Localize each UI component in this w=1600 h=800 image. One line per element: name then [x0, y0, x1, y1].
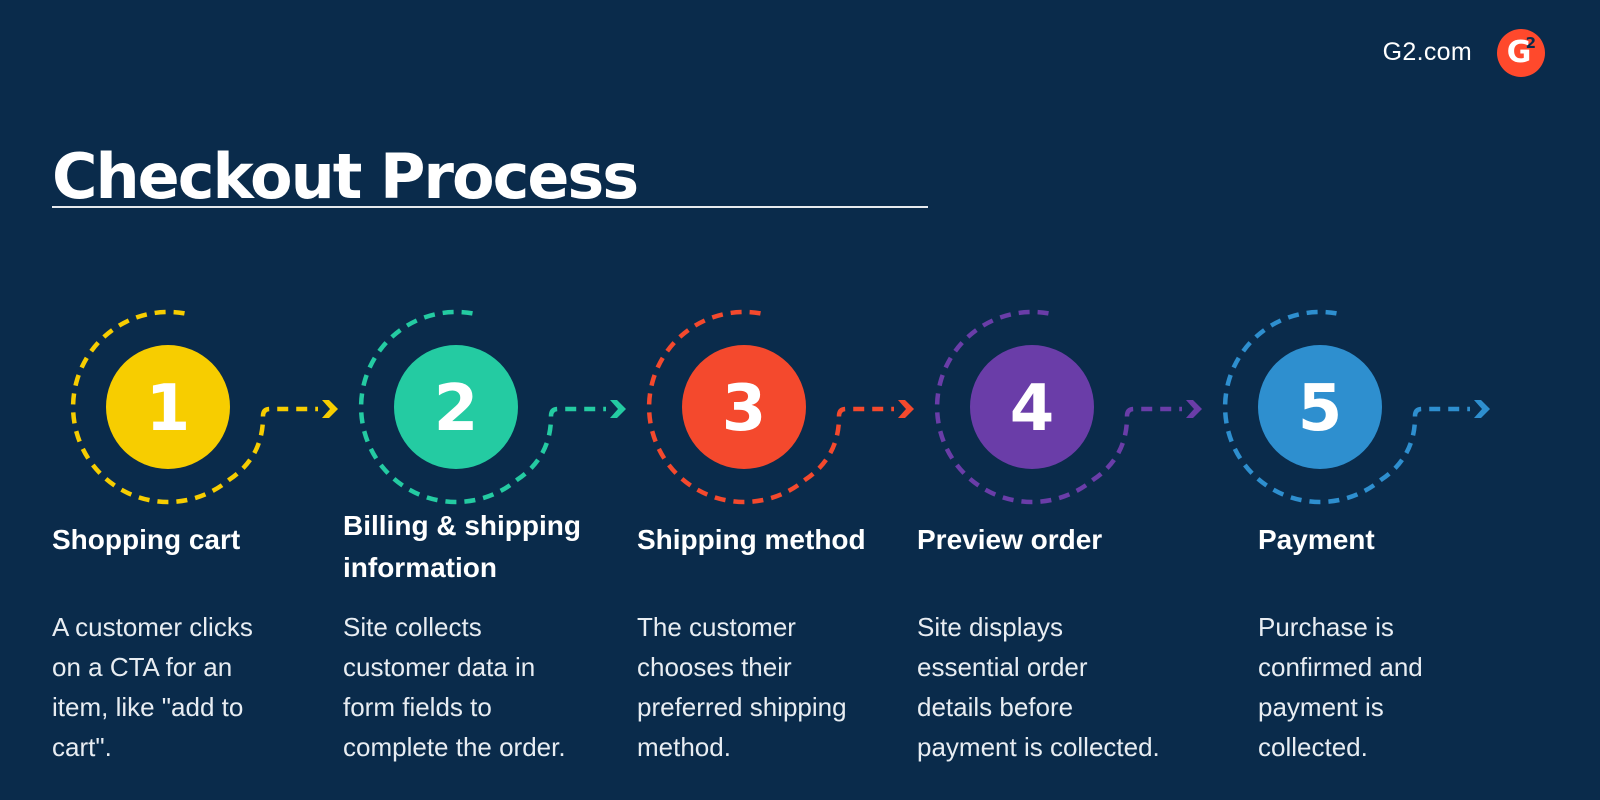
chevron-right-icon [1474, 400, 1490, 418]
step-title: Shopping cart [52, 524, 241, 555]
chevron-right-icon [1186, 400, 1202, 418]
step-circle [682, 345, 806, 469]
step-circle [394, 345, 518, 469]
step-title: Shipping method [637, 524, 866, 555]
step-description: Site collects customer data in form fiel… [343, 612, 566, 762]
step-graphic: 4 [934, 309, 1202, 505]
step-text-shipping-method: Shipping method The customer chooses the… [637, 519, 927, 789]
logo-letter: G [1506, 35, 1532, 70]
step-description: Purchase is confirmed and payment is col… [1258, 612, 1423, 762]
page-title: Checkout Process [52, 139, 639, 213]
step-number: 5 [1298, 372, 1343, 446]
chevron-right-icon [898, 400, 914, 418]
step-text-preview-order: Preview order Site displays essential or… [917, 519, 1209, 789]
step-text-payment: Payment Purchase is confirmed and paymen… [1258, 519, 1548, 789]
step-description: Site displays essential order details be… [917, 612, 1160, 762]
step-circle [106, 345, 230, 469]
steps-graphic-row: 1 2 3 4 5 [70, 309, 1490, 505]
step-number: 1 [146, 372, 191, 446]
step-title: Payment [1258, 524, 1375, 555]
step-title: Preview order [917, 524, 1103, 555]
step-title: Billing & shipping information [343, 510, 581, 583]
chevron-right-icon [322, 400, 338, 418]
chevron-right-icon [610, 400, 626, 418]
step-graphic: 1 [70, 309, 338, 505]
step-graphic: 2 [358, 309, 626, 505]
step-description: A customer clicks on a CTA for an item, … [52, 612, 253, 762]
g2-logo-icon: G 2 [1497, 29, 1545, 77]
step-circle [1258, 345, 1382, 469]
step-circle [970, 345, 1094, 469]
step-text-shopping-cart: Shopping cart A customer clicks on a CTA… [52, 519, 342, 789]
step-number: 2 [434, 372, 479, 446]
step-number: 4 [1010, 372, 1055, 446]
step-graphic: 5 [1222, 309, 1490, 505]
step-graphic: 3 [646, 309, 914, 505]
title-underline [52, 206, 928, 208]
logo-superscript: 2 [1525, 34, 1536, 52]
site-label: G2.com [1382, 38, 1472, 66]
step-number: 3 [722, 372, 767, 446]
step-text-billing-shipping: Billing & shipping information Site coll… [343, 510, 633, 789]
step-description: The customer chooses their preferred shi… [637, 612, 847, 762]
